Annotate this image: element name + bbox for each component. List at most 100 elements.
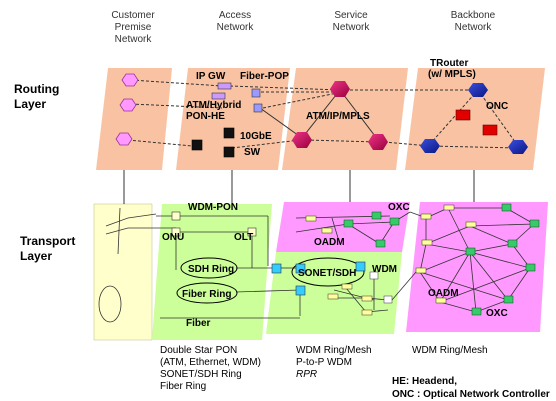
routing-link <box>477 89 519 147</box>
wdm-label: WDM <box>372 264 397 275</box>
sw-label: SW <box>244 147 261 158</box>
oadm-node-icon <box>327 293 339 300</box>
oxc-node-icon <box>525 263 536 272</box>
layer-label-line: Layer <box>20 249 53 263</box>
oadm-node-icon <box>443 204 455 211</box>
column-header-backbone: Backbone Network <box>438 10 508 34</box>
service-router-icon <box>368 134 388 150</box>
oadm-node-icon <box>465 221 477 228</box>
fiber-label: Fiber <box>186 318 211 329</box>
access-link <box>235 289 301 293</box>
pon-he-label: PON-HE <box>186 111 225 122</box>
oxc-node-icon <box>503 295 514 304</box>
caption-line: WDM Ring/Mesh <box>412 345 488 356</box>
backbone-link <box>475 299 509 313</box>
routing-link <box>383 141 431 147</box>
switch-node-icon <box>223 146 235 158</box>
oadm-node-icon <box>415 267 427 274</box>
w-mpls-label: (w/ MPLS) <box>428 69 476 80</box>
backbone-link <box>469 225 513 245</box>
legend-he: HE: Headend, <box>392 376 458 387</box>
layer-label-line: Transport <box>20 234 76 248</box>
column-header-service: Service Network <box>316 10 386 34</box>
backbone-link <box>447 207 471 253</box>
customer-fiber-line <box>127 213 157 219</box>
oadm-service-label: OADM <box>314 237 345 248</box>
service-link <box>345 287 367 313</box>
column-header-access: Access Network <box>200 10 270 34</box>
layer-label-line: Layer <box>14 97 47 111</box>
atm-hybrid-label: ATM/Hybrid <box>186 100 241 111</box>
oadm-node-icon <box>361 309 373 316</box>
sonet-node-icon <box>295 285 306 296</box>
onc-label: ONC <box>486 101 508 112</box>
backbone-link <box>439 251 471 303</box>
service-link <box>331 217 339 239</box>
routing-link <box>301 89 341 139</box>
oxc-node-icon <box>343 219 354 228</box>
oxc-node-icon <box>383 295 393 304</box>
oxc-node-icon <box>529 219 540 228</box>
service-link <box>347 223 381 245</box>
fiber-ring <box>176 282 238 304</box>
oadm-node-icon <box>341 283 353 290</box>
oxc-service-label: OXC <box>388 202 410 213</box>
sonet-node-icon <box>295 263 306 274</box>
onu-node-icon <box>171 227 181 237</box>
backbone-link <box>469 251 477 313</box>
onc-controller-icon <box>455 109 471 121</box>
switch-node-icon <box>223 127 235 139</box>
customer-fiber-line <box>117 207 121 255</box>
transport-layer-label: Transport Layer <box>20 234 75 264</box>
ip-gw-label: IP GW <box>196 71 226 82</box>
backbone-link <box>469 243 513 253</box>
backbone-link <box>469 223 535 227</box>
onc-controller-icon <box>482 124 498 136</box>
backbone-link <box>419 271 509 301</box>
backbone-link <box>469 251 509 301</box>
routing-link <box>231 139 301 149</box>
oxc-backbone-label: OXC <box>486 308 508 319</box>
trouter-icon <box>508 140 528 154</box>
customer-ring-icon <box>98 285 122 323</box>
backbone-caption: WDM Ring/Mesh <box>412 345 488 357</box>
routing-link <box>305 139 379 143</box>
legend-onc: ONC : Optical Network Controller <box>392 389 550 400</box>
caption-line: Double Star PON <box>160 345 238 356</box>
backbone-link <box>419 243 427 273</box>
trouter-icon <box>420 139 440 153</box>
column-header-line: Backbone <box>450 10 496 21</box>
service-link <box>347 221 395 225</box>
trouter-icon <box>468 83 488 97</box>
oadm-node-icon <box>435 297 447 304</box>
sdh-ring-label: SDH Ring <box>188 264 234 275</box>
sonet-sdh-ring <box>291 257 365 287</box>
access-gateway-node-icon <box>271 263 282 274</box>
backbone-link <box>469 251 531 269</box>
routing-link <box>339 89 379 141</box>
ip-gw-node-icon <box>217 82 232 90</box>
backbone-link <box>425 243 471 253</box>
oxc-node-icon <box>371 211 382 220</box>
customer-router-icon <box>119 98 137 112</box>
caption-line: P-to-P WDM <box>296 357 352 368</box>
backbone-link <box>419 251 471 273</box>
oadm-node-icon <box>421 239 433 246</box>
column-header-line: Customer <box>111 10 155 21</box>
customer-router-icon <box>115 132 133 146</box>
fiber-ring-label: Fiber Ring <box>182 289 231 300</box>
wdm-pon-label: WDM-PON <box>188 202 238 213</box>
column-header-customer: Customer Premise Network <box>98 10 168 46</box>
ip-gw-node-icon <box>211 92 226 100</box>
gbe-label: 10GbE <box>240 131 272 142</box>
legend: HE: Headend, ONC : Optical Network Contr… <box>392 375 550 401</box>
oxc-node-icon <box>465 247 476 256</box>
fiber-pop-node-icon <box>251 88 261 98</box>
transport-plane-customer <box>93 203 153 341</box>
customer-router-icon <box>121 73 139 87</box>
caption-line: SONET/SDH Ring <box>160 369 242 380</box>
oxc-node-icon <box>471 307 482 316</box>
column-header-line: Service <box>334 10 368 21</box>
routing-link <box>127 139 193 147</box>
